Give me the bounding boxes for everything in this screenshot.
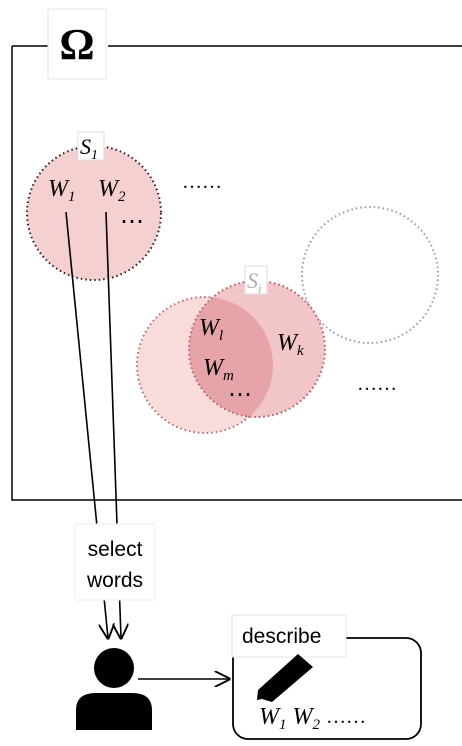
- pen-icon: [257, 654, 313, 702]
- universe-box: [11, 45, 462, 501]
- word-wl: Wl: [199, 315, 223, 344]
- word-w1: W1: [48, 176, 76, 205]
- set-si-ellipsis: ⋯: [228, 382, 252, 408]
- omega-label-box: [47, 8, 107, 80]
- set-gray-circle: [301, 206, 439, 344]
- set-si-label: Si: [247, 268, 262, 296]
- set-s1-ellipsis: ⋯: [120, 209, 144, 235]
- describe-title-box: [231, 614, 347, 658]
- word-wk: Wk: [277, 330, 304, 359]
- set-overlap-region: [189, 297, 273, 417]
- word-wm: Wm: [203, 355, 234, 384]
- outer-ellipsis-top: ……: [182, 171, 222, 193]
- person-icon: [76, 648, 152, 730]
- set-s1-label: S1: [80, 134, 98, 163]
- describe-title: describe: [242, 625, 321, 648]
- set-si-label-box: [244, 265, 268, 295]
- select-words-box: [74, 523, 156, 601]
- word-w2: W2: [98, 176, 126, 205]
- outer-ellipsis-mid: ……: [357, 373, 397, 395]
- omega-symbol: Ω: [59, 20, 94, 69]
- set-s1-label-box: [77, 131, 105, 161]
- select-label-line1: select: [88, 538, 143, 561]
- select-label-line2: words: [86, 569, 143, 592]
